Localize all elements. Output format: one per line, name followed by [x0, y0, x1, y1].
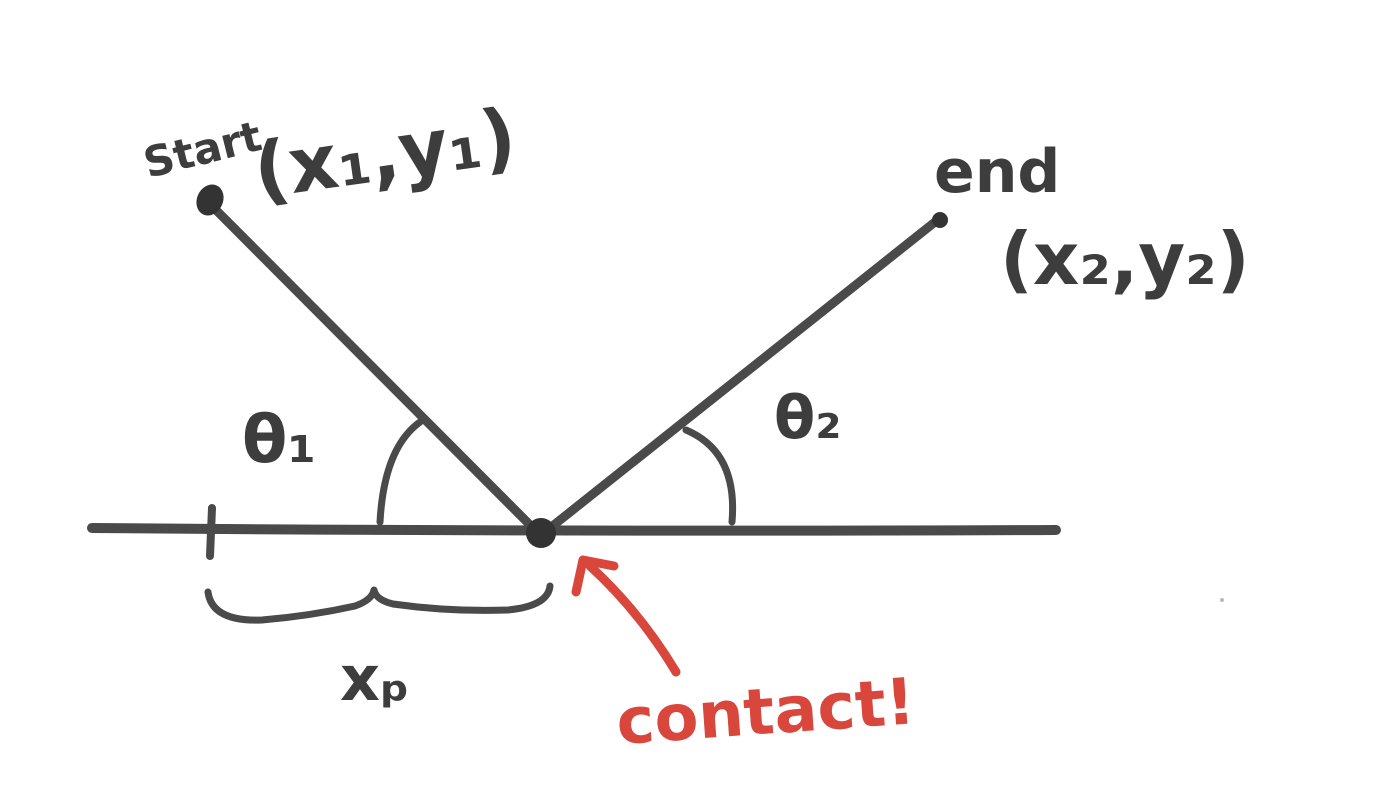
start-point [196, 184, 224, 216]
contact-point [526, 518, 556, 548]
start-coordinate-label: (x₁,y₁) [248, 91, 521, 216]
end-point [932, 212, 948, 228]
theta2-arc [682, 426, 737, 526]
reference-tick [206, 504, 216, 560]
start-label: Start [139, 111, 267, 187]
stray-mark [1220, 598, 1224, 602]
theta2-label: θ₂ [774, 383, 842, 453]
xp-brace [204, 582, 554, 624]
theta1-arc [376, 418, 424, 526]
contact-arrow [585, 561, 681, 677]
end-label: end [934, 137, 1060, 207]
contact-label: contact! [614, 665, 917, 760]
incoming-ray [205, 199, 545, 540]
end-coordinate-label: (x₂,y₂) [1000, 217, 1250, 301]
outgoing-ray [540, 213, 945, 537]
xp-label: xₚ [340, 642, 410, 715]
theta1-label: θ₁ [242, 401, 316, 478]
surface-line [87, 523, 1061, 536]
contact-arrow-head [571, 555, 619, 597]
